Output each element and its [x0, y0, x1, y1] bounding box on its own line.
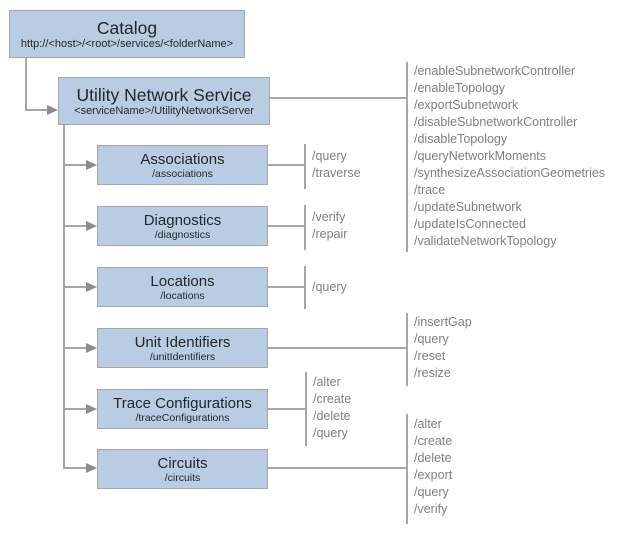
operation-item: /export: [414, 468, 453, 482]
connector-trace-configurations-ops-tick: [305, 372, 307, 446]
operation-item: /query: [313, 426, 348, 440]
connector-unit-identifiers-ops-tick: [406, 313, 408, 386]
node-service-title: Utility Network Service: [76, 84, 252, 105]
connector-unit-identifiers-ops-hline: [268, 347, 406, 349]
node-diagnostics-path: /diagnostics: [154, 228, 211, 241]
connector-locations-ops-tick: [304, 266, 306, 309]
node-locations-path: /locations: [160, 289, 205, 302]
operation-item: /verify: [312, 210, 346, 224]
arrowhead-service: [47, 105, 58, 115]
operation-item: /insertGap: [414, 315, 472, 329]
arrowhead-circuits: [86, 463, 97, 473]
operation-item: /query: [312, 280, 347, 294]
node-associations-path: /associations: [152, 167, 213, 180]
connector-trace-configurations-ops-hline: [268, 408, 305, 410]
operation-item: /synthesizeAssociationGeometries: [414, 166, 606, 180]
operation-item: /validateNetworkTopology: [414, 234, 557, 248]
operation-item: /resize: [414, 366, 451, 380]
operation-item: /disableTopology: [414, 132, 508, 146]
arrowhead-trace-configurations: [86, 404, 97, 414]
node-service-path: <serviceName>/UtilityNetworkServer: [74, 104, 254, 117]
connector-diagnostics-hline: [63, 225, 86, 227]
node-locations: Locations /locations: [97, 267, 268, 307]
operation-item: /queryNetworkMoments: [414, 149, 546, 163]
operation-item: /trace: [414, 183, 446, 197]
connector-associations-ops-hline: [268, 164, 304, 166]
node-unit-identifiers-path: /unitIdentifiers: [149, 350, 216, 363]
operation-item: /repair: [312, 227, 348, 241]
connector-locations-hline: [63, 286, 86, 288]
node-locations-title: Locations: [150, 272, 215, 290]
node-utility-network-service: Utility Network Service <serviceName>/Ut…: [58, 77, 270, 125]
operations-list-associations: /query/traverse: [312, 148, 361, 182]
connector-associations-hline: [63, 164, 86, 166]
connector-catalog-vline: [25, 58, 27, 110]
operation-item: /enableSubnetworkController: [414, 64, 576, 78]
connector-circuits-ops-hline: [268, 467, 406, 469]
node-catalog-url: http://<host>/<root>/services/<folderNam…: [20, 37, 234, 50]
operation-item: /query: [414, 485, 449, 499]
connector-diagnostics-ops-hline: [268, 225, 304, 227]
operation-item: /query: [312, 149, 347, 163]
node-catalog-title: Catalog: [96, 17, 158, 38]
operations-list-unit-identifiers: /insertGap/query/reset/resize: [414, 314, 472, 382]
node-unit-identifiers: Unit Identifiers /unitIdentifiers: [97, 328, 268, 368]
operation-item: /updateSubnetwork: [414, 200, 522, 214]
node-unit-identifiers-title: Unit Identifiers: [134, 333, 231, 351]
operations-list-locations: /query: [312, 279, 347, 296]
node-diagnostics-title: Diagnostics: [143, 211, 222, 229]
operation-item: /verify: [414, 502, 448, 516]
operation-item: /create: [313, 392, 352, 406]
operation-item: /alter: [414, 417, 442, 431]
operation-item: /disableSubnetworkController: [414, 115, 578, 129]
connector-circuits-ops-tick: [406, 414, 408, 524]
connector-service-ops-hline: [270, 97, 406, 99]
connector-locations-ops-hline: [268, 286, 304, 288]
operation-item: /alter: [313, 375, 341, 389]
arrowhead-locations: [86, 282, 97, 292]
node-diagnostics: Diagnostics /diagnostics: [97, 206, 268, 246]
connector-trunk-vline: [63, 125, 65, 469]
connector-associations-ops-tick: [304, 144, 306, 189]
operation-item: /delete: [414, 451, 452, 465]
connector-trace-configurations-hline: [63, 408, 86, 410]
operations-list-trace-configurations: /alter/create/delete/query: [313, 374, 351, 442]
connector-diagnostics-ops-tick: [304, 205, 306, 250]
operation-item: /reset: [414, 349, 446, 363]
node-trace-configurations: Trace Configurations /traceConfiguration…: [97, 389, 268, 429]
node-circuits: Circuits /circuits: [97, 449, 268, 489]
connector-circuits-hline: [63, 467, 86, 469]
node-trace-configurations-path: /traceConfigurations: [135, 411, 230, 424]
arrowhead-unit-identifiers: [86, 343, 97, 353]
connector-service-ops-tick: [406, 62, 408, 252]
operation-item: /traverse: [312, 166, 361, 180]
operations-list-circuits: /alter/create/delete/export/query/verify: [414, 416, 452, 518]
node-associations-title: Associations: [140, 150, 225, 168]
operation-item: /query: [414, 332, 449, 346]
operation-item: /updateIsConnected: [414, 217, 526, 231]
connector-unit-identifiers-hline: [63, 347, 86, 349]
node-circuits-title: Circuits: [157, 454, 208, 472]
node-associations: Associations /associations: [97, 145, 268, 185]
connector-catalog-hline: [25, 109, 47, 111]
node-circuits-path: /circuits: [164, 471, 201, 484]
operation-item: /create: [414, 434, 453, 448]
arrowhead-diagnostics: [86, 221, 97, 231]
operations-list-service: /enableSubnetworkController/enableTopolo…: [414, 63, 605, 250]
operation-item: /delete: [313, 409, 351, 423]
operations-list-diagnostics: /verify/repair: [312, 209, 347, 243]
node-trace-configurations-title: Trace Configurations: [113, 394, 252, 412]
node-catalog: Catalog http://<host>/<root>/services/<f…: [9, 10, 245, 58]
operation-item: /exportSubnetwork: [414, 98, 519, 112]
arrowhead-associations: [86, 160, 97, 170]
operation-item: /enableTopology: [414, 81, 506, 95]
